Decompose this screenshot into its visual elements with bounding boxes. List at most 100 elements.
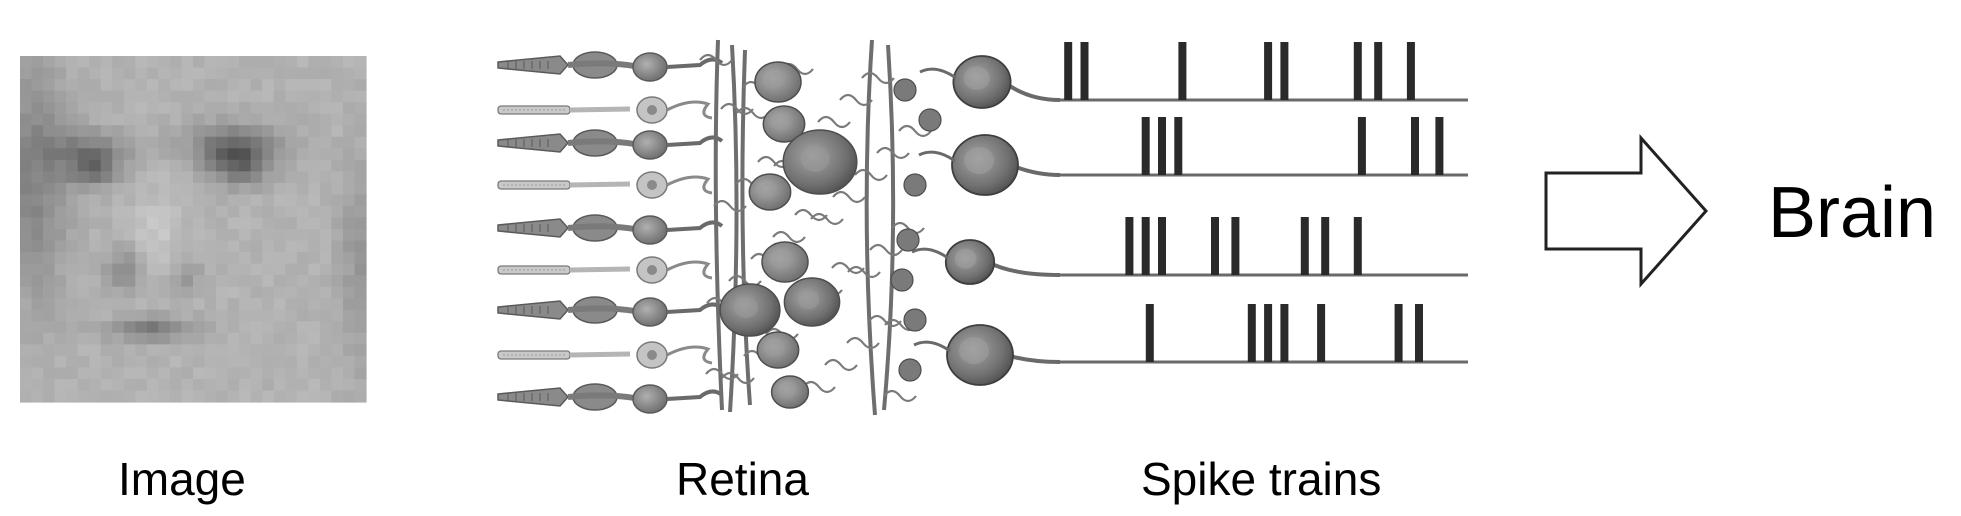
bipolar-nucleus bbox=[797, 290, 820, 310]
face-pixel bbox=[112, 298, 125, 311]
face-pixel bbox=[112, 171, 125, 184]
face-pixel bbox=[331, 229, 344, 242]
face-pixel bbox=[54, 252, 67, 265]
face-pixel bbox=[158, 344, 171, 357]
face-pixel bbox=[216, 332, 229, 345]
rod-spherule bbox=[666, 175, 713, 195]
face-pixel bbox=[296, 367, 309, 380]
face-pixel bbox=[216, 355, 229, 368]
dendrite bbox=[705, 367, 739, 381]
face-pixel bbox=[158, 309, 171, 322]
face-pixel bbox=[273, 229, 286, 242]
face-pixel bbox=[54, 286, 67, 299]
face-pixel bbox=[331, 378, 344, 392]
face-pixel bbox=[250, 79, 263, 92]
face-pixel bbox=[250, 263, 263, 276]
face-pixel bbox=[216, 229, 229, 242]
face-pixel bbox=[250, 90, 263, 103]
face-pixel bbox=[193, 113, 206, 126]
face-pixel bbox=[216, 275, 229, 288]
face-pixel bbox=[100, 240, 113, 253]
face-pixel bbox=[123, 136, 136, 149]
face-pixel bbox=[43, 136, 56, 149]
face-pixel bbox=[227, 125, 240, 138]
face-pixel bbox=[319, 182, 332, 195]
face-pixel bbox=[100, 79, 113, 92]
face-pixel bbox=[204, 275, 217, 288]
face-pixel bbox=[43, 298, 56, 311]
face-pixel bbox=[204, 182, 217, 195]
face-pixel bbox=[123, 90, 136, 103]
face-pixel bbox=[273, 79, 286, 92]
face-pixel bbox=[331, 390, 344, 403]
face-pixel bbox=[239, 171, 252, 184]
face-pixel bbox=[31, 344, 44, 357]
face-pixel bbox=[112, 79, 125, 92]
face-pixel bbox=[296, 171, 309, 184]
face-pixel bbox=[273, 148, 286, 161]
face-pixel bbox=[216, 102, 229, 115]
face-pixel bbox=[43, 378, 56, 392]
bipolar-nucleus bbox=[773, 115, 790, 130]
dendrite bbox=[721, 371, 755, 385]
face-pixel bbox=[273, 298, 286, 311]
face-pixel bbox=[354, 205, 367, 219]
face-pixel bbox=[146, 194, 159, 207]
face-pixel bbox=[123, 263, 136, 276]
face-pixel bbox=[216, 90, 229, 103]
face-pixel bbox=[273, 240, 286, 253]
face-pixel bbox=[112, 286, 125, 299]
face-pixel bbox=[296, 136, 309, 149]
face-pixel bbox=[54, 56, 67, 69]
face-pixel bbox=[239, 286, 252, 299]
cone-outer-segment bbox=[497, 218, 570, 238]
face-pixel bbox=[331, 298, 344, 311]
face-pixel bbox=[262, 286, 275, 299]
face-pixel bbox=[285, 332, 298, 345]
face-pixel bbox=[216, 321, 229, 334]
face-pixel bbox=[193, 102, 206, 115]
face-pixel bbox=[250, 240, 263, 253]
face-pixel bbox=[296, 56, 309, 69]
face-pixel bbox=[169, 171, 183, 184]
face-pixel bbox=[77, 67, 90, 80]
bipolar-nucleus bbox=[734, 297, 758, 318]
face-pixel bbox=[20, 355, 33, 368]
face-pixel bbox=[169, 205, 183, 219]
face-pixel bbox=[354, 217, 367, 230]
spike bbox=[1353, 217, 1362, 275]
face-pixel bbox=[250, 309, 263, 322]
face-pixel bbox=[66, 344, 79, 357]
ganglion-dendrite bbox=[911, 247, 949, 260]
face-pixel bbox=[31, 332, 44, 345]
face-pixel bbox=[135, 275, 148, 288]
face-pixel bbox=[319, 113, 332, 126]
face-pixel bbox=[331, 90, 344, 103]
face-pixel bbox=[77, 378, 90, 392]
face-pixel bbox=[100, 125, 113, 138]
cone-pedicle bbox=[666, 220, 724, 232]
face-pixel bbox=[123, 159, 136, 172]
face-pixel bbox=[204, 229, 217, 242]
ganglion-cell-layer bbox=[911, 55, 1061, 386]
face-pixel bbox=[308, 171, 321, 184]
face-pixel bbox=[100, 263, 113, 276]
face-pixel bbox=[319, 378, 332, 392]
face-pixel bbox=[54, 90, 67, 103]
face-pixel bbox=[193, 136, 206, 149]
face-pixel bbox=[308, 229, 321, 242]
face-pixel bbox=[146, 321, 159, 334]
face-pixel bbox=[77, 332, 90, 345]
face-pixel bbox=[100, 148, 113, 161]
face-pixel bbox=[112, 252, 125, 265]
face-pixel bbox=[43, 309, 56, 322]
face-pixel bbox=[169, 90, 183, 103]
face-pixel bbox=[169, 355, 183, 368]
face-pixel bbox=[169, 298, 183, 311]
spike bbox=[1158, 117, 1166, 175]
face-pixel bbox=[100, 229, 113, 242]
face-pixel bbox=[216, 378, 229, 392]
face-pixel bbox=[273, 159, 286, 172]
face-pixel bbox=[169, 102, 183, 115]
face-pixel bbox=[273, 309, 286, 322]
